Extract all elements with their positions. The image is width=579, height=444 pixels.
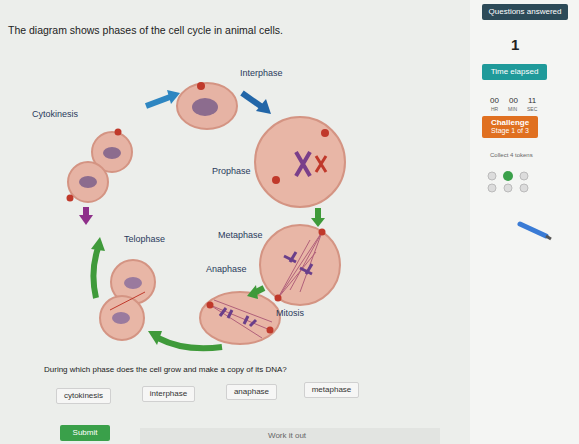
box-text: interphase xyxy=(149,389,188,398)
pencil-icon xyxy=(520,224,551,239)
prophase-cell xyxy=(255,117,345,207)
answer-option: interphase xyxy=(142,386,195,402)
timer-unit: MIN xyxy=(508,107,517,113)
cycle-arrows xyxy=(79,90,325,348)
answer-option: anaphase xyxy=(226,384,277,400)
counter-header: Questions answered xyxy=(482,4,568,20)
answer-option: cytokinesis xyxy=(56,388,111,404)
phase-label: Anaphase xyxy=(206,264,247,274)
box-text: Questions answered xyxy=(488,7,562,16)
tokens-note: Collect 4 tokens xyxy=(490,152,533,159)
page-title: The diagram shows phases of the cell cyc… xyxy=(8,24,283,36)
box-text: Time elapsed xyxy=(490,67,539,76)
interphase-cell xyxy=(177,82,237,129)
timer-digits: 11 xyxy=(528,96,536,105)
box-text: cytokinesis xyxy=(63,391,104,400)
box-text: Submit xyxy=(72,428,98,437)
phase-label: Metaphase xyxy=(218,230,263,240)
timer-unit: SEC xyxy=(527,107,537,113)
phase-label: Prophase xyxy=(212,166,251,176)
box-subtext: Stage 1 of 3 xyxy=(490,127,530,135)
box-text: metaphase xyxy=(311,385,352,394)
work-bar xyxy=(140,428,440,444)
anaphase-cell xyxy=(200,292,280,344)
sidebar-panel xyxy=(470,0,579,444)
timer-digits: 00 xyxy=(490,96,499,105)
work-it-out: Work it out xyxy=(268,431,306,440)
token-dots xyxy=(488,171,528,192)
phase-label: Telophase xyxy=(124,234,165,244)
phase-label: Interphase xyxy=(240,68,283,78)
box-text: Challenge xyxy=(490,118,530,127)
cytokinesis-cell xyxy=(67,129,133,203)
box-text: anaphase xyxy=(233,387,270,396)
answered-count: 1 xyxy=(511,36,519,53)
metaphase-cell xyxy=(260,225,340,305)
submit-button: Submit xyxy=(60,425,110,441)
telophase-cell xyxy=(100,260,155,340)
timer-box: Time elapsed xyxy=(482,64,547,80)
answer-option: metaphase xyxy=(304,382,359,398)
timer-digits: 00 xyxy=(509,96,518,105)
phase-label: Cytokinesis xyxy=(32,109,78,119)
timer-unit: HR xyxy=(491,107,498,113)
phase-label: Mitosis xyxy=(276,308,304,318)
challenge-box: ChallengeStage 1 of 3 xyxy=(482,116,538,138)
question-text: During which phase does the cell grow an… xyxy=(44,365,287,374)
